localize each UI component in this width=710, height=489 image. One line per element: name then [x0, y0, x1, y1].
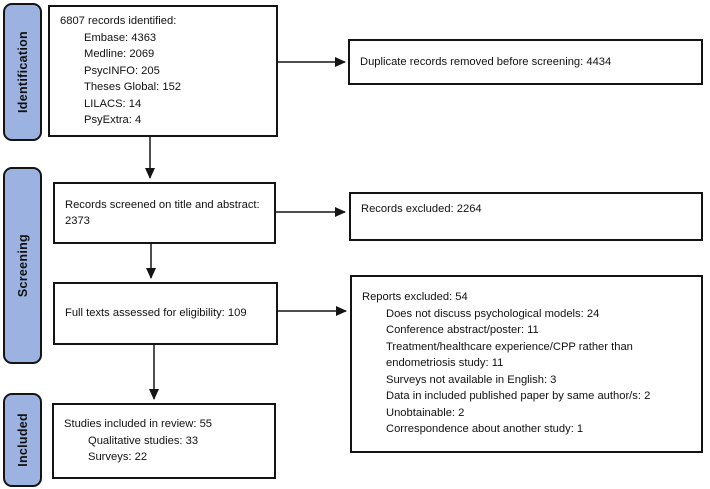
stage-included-label: Included — [15, 413, 30, 467]
reports-excluded-reasons: Does not discuss psychological models: 2… — [362, 306, 693, 438]
list-item: Treatment/healthcare experience/CPP rath… — [386, 340, 633, 370]
list-item: Data in included published paper by same… — [386, 390, 651, 402]
studies-included-title: Studies included in review: 55 — [64, 418, 213, 431]
box-records-excluded: Records excluded: 2264 — [349, 192, 703, 241]
duplicates-removed-text: Duplicate records removed before screeni… — [360, 55, 612, 68]
stage-identification-label: Identification — [15, 31, 30, 113]
list-item: Embase: 4363 — [84, 31, 157, 44]
list-item: Medline: 2069 — [84, 48, 155, 60]
list-item: Surveys not available in English: 3 — [386, 373, 557, 386]
studies-included-breakdown: Qualitative studies: 33 Surveys: 22 — [64, 433, 266, 466]
box-studies-included: Studies included in review: 55 Qualitati… — [52, 403, 276, 479]
box-full-texts-assessed: Full texts assessed for eligibility: 109 — [53, 282, 278, 345]
box-reports-excluded: Reports excluded: 54 Does not discuss ps… — [350, 275, 703, 453]
list-item: Unobtainable: 2 — [386, 406, 465, 419]
list-item: Theses Global: 152 — [84, 81, 182, 93]
box-records-screened: Records screened on title and abstract: … — [53, 182, 276, 244]
box-duplicates-removed: Duplicate records removed before screeni… — [348, 39, 703, 85]
list-item: PsycINFO: 205 — [84, 64, 160, 77]
stage-screening-label: Screening — [15, 233, 30, 298]
list-item: Correspondence about another study: 1 — [386, 423, 584, 435]
list-item: Does not discuss psychological models: 2… — [386, 307, 600, 320]
list-item: Surveys: 22 — [88, 451, 148, 464]
list-item: LILACS: 14 — [84, 97, 142, 110]
records-excluded-text: Records excluded: 2264 — [361, 203, 482, 215]
stage-screening: Screening — [3, 167, 42, 364]
stage-identification: Identification — [3, 3, 42, 141]
full-texts-text: Full texts assessed for eligibility: 109 — [65, 307, 247, 320]
stage-included: Included — [3, 393, 42, 487]
records-identified-title: 6807 records identified: — [60, 15, 177, 27]
list-item: Qualitative studies: 33 — [88, 434, 199, 447]
list-item: PsyExtra: 4 — [84, 114, 142, 126]
reports-excluded-title: Reports excluded: 54 — [362, 291, 468, 303]
list-item: Conference abstract/poster: 11 — [386, 324, 539, 336]
records-screened-text: Records screened on title and abstract: … — [65, 198, 260, 228]
